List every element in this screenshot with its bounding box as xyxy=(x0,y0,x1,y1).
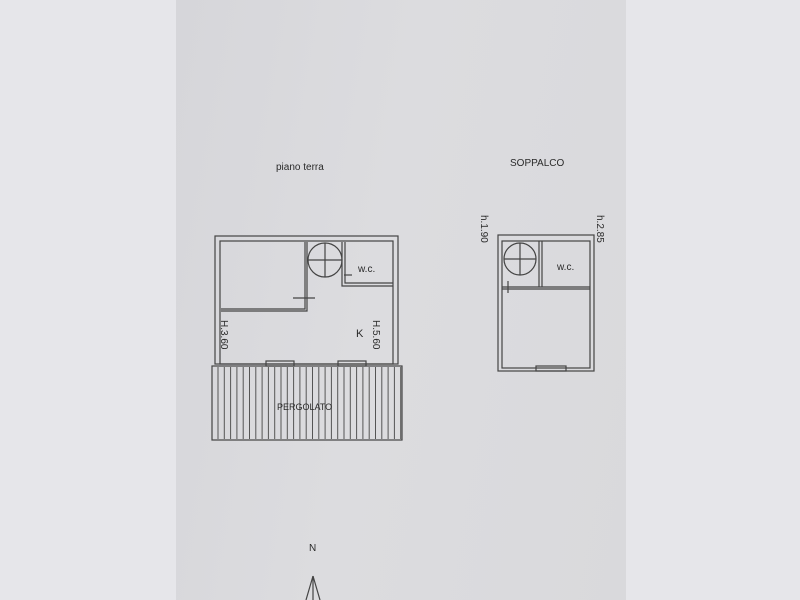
mezzanine-height-left: h.1.90 xyxy=(478,215,489,243)
kitchen-label: K xyxy=(356,328,364,340)
mezzanine-height-right: h.2.85 xyxy=(594,215,605,243)
ground-floor-plan xyxy=(211,235,403,441)
ground-height-right: H.5.60 xyxy=(370,320,381,350)
ground-wc-label: w.c. xyxy=(357,264,375,275)
pergola-label: PERGOLATO xyxy=(277,402,332,412)
mezzanine-wc-label: w.c. xyxy=(556,262,574,273)
ground-floor-title: piano terra xyxy=(276,162,324,173)
north-label: N xyxy=(309,543,316,554)
paper-sheet xyxy=(176,0,626,600)
north-arrow-icon xyxy=(305,575,321,600)
mezzanine-title: SOPPALCO xyxy=(510,158,564,169)
mezzanine-plan xyxy=(497,234,595,372)
ground-height-left: H.3.60 xyxy=(218,320,229,350)
pergola-area xyxy=(211,365,403,441)
